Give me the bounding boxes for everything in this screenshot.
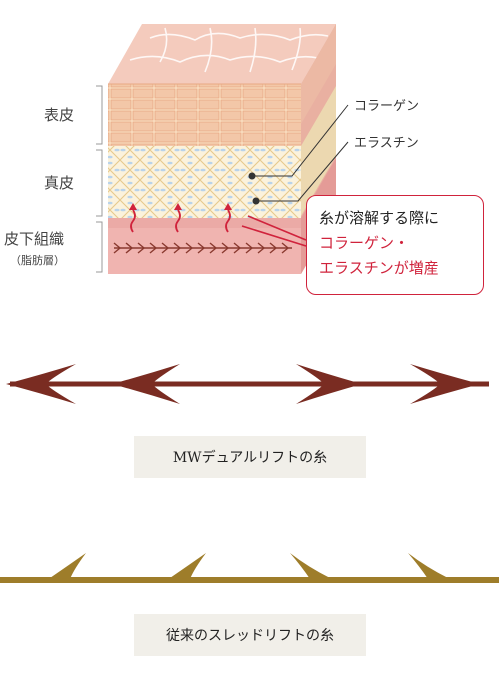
conventional-barb-3 (290, 553, 330, 579)
layer-brackets (96, 85, 103, 273)
mw-barb-right-2 (410, 364, 480, 404)
subcutaneous-label: 皮下組織 (4, 230, 65, 248)
mw-barb-left-1 (6, 364, 76, 404)
callout-pointer (241, 215, 307, 247)
mw-thread-caption: MWデュアルリフトの糸 (134, 436, 366, 478)
skin-surface (108, 24, 336, 84)
callout-line-1: 糸が溶解する際に (319, 209, 440, 227)
callout-line-3: エラスチンが増産 (319, 259, 439, 277)
conventional-thread-caption: 従来のスレッドリフトの糸 (134, 614, 366, 656)
embedded-thread (113, 242, 292, 254)
conventional-barb-4 (408, 553, 448, 579)
conventional-barb-2 (170, 553, 206, 579)
elastin-label: エラスチン (354, 136, 419, 151)
dermis-layer (108, 146, 301, 218)
epidermis-layer (108, 84, 301, 146)
subcutaneous-sublabel: （脂肪層） (10, 254, 65, 267)
collagen-label: コラーゲン (354, 99, 420, 114)
conventional-thread (0, 553, 499, 583)
conventional-barb-1 (50, 553, 86, 579)
fiber-pointers (248, 104, 349, 205)
epidermis-label: 表皮 (44, 106, 75, 124)
mw-barb-left-2 (112, 364, 180, 404)
growth-arrows (129, 203, 232, 233)
callout-box: 糸が溶解する際に コラーゲン・ エラスチンが増産 (306, 195, 484, 295)
mw-barb-right-1 (296, 364, 362, 404)
callout-line-2: コラーゲン・ (319, 234, 410, 252)
dermis-label: 真皮 (44, 174, 75, 192)
mw-thread (6, 364, 489, 404)
